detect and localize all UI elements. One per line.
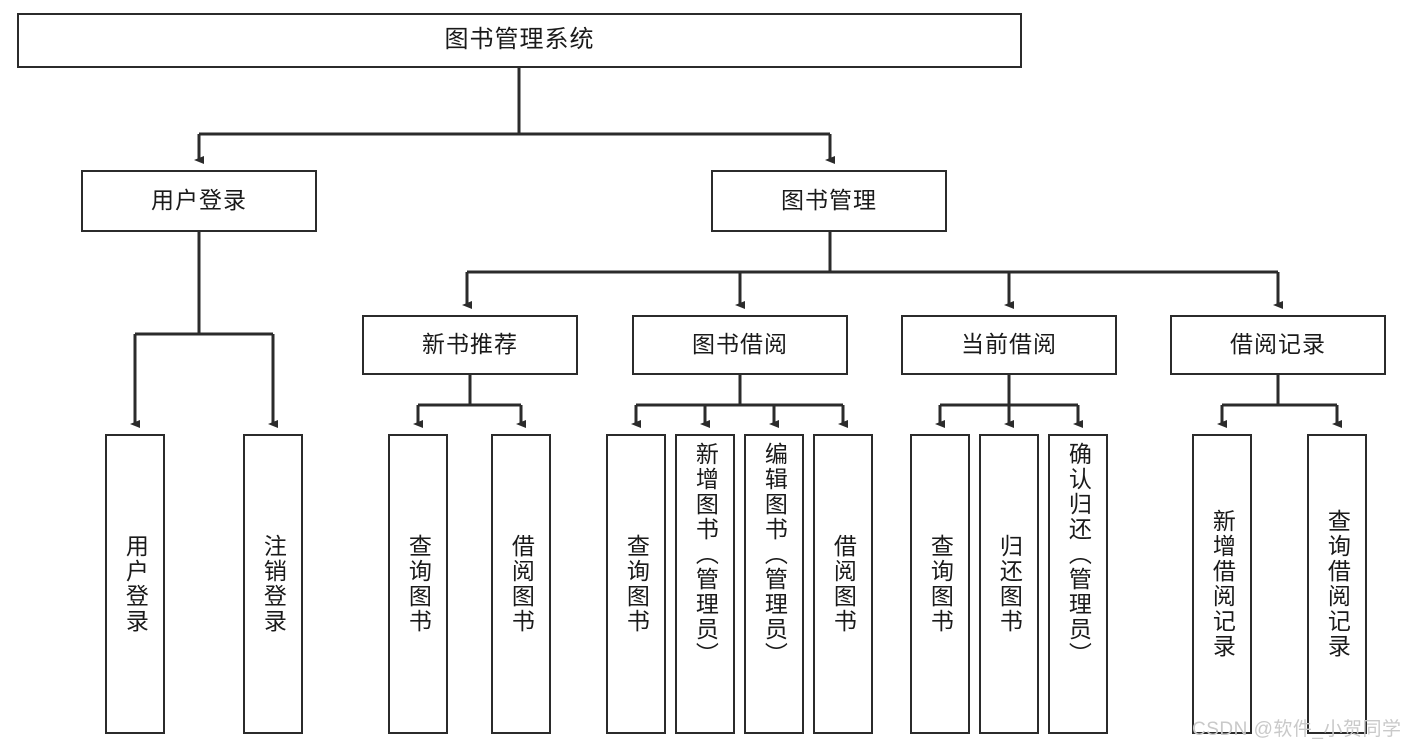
leaf-label: 新增图书（管理员）: [692, 442, 719, 667]
leaf-label: 查询图书: [927, 534, 954, 634]
leaf-query-borrow-record[interactable]: 查询借阅记录: [1307, 434, 1367, 734]
node-user-login[interactable]: 用户登录: [81, 170, 317, 232]
node-label: 图书管理系统: [444, 26, 595, 54]
leaf-logout[interactable]: 注销登录: [243, 434, 303, 734]
leaf-label: 借阅图书: [830, 534, 857, 634]
node-book-management[interactable]: 图书管理: [711, 170, 947, 232]
node-label: 借阅记录: [1230, 331, 1326, 358]
node-current-borrow[interactable]: 当前借阅: [901, 315, 1117, 375]
leaf-confirm-return-admin[interactable]: 确认归还（管理员）: [1048, 434, 1108, 734]
leaf-label: 查询图书: [405, 534, 432, 634]
leaf-label: 查询借阅记录: [1324, 509, 1351, 659]
node-book-borrow[interactable]: 图书借阅: [632, 315, 848, 375]
node-label: 当前借阅: [961, 331, 1057, 358]
leaf-borrow-book-recommend[interactable]: 借阅图书: [491, 434, 551, 734]
leaf-query-book-recommend[interactable]: 查询图书: [388, 434, 448, 734]
node-label: 新书推荐: [422, 331, 518, 358]
leaf-query-book-current[interactable]: 查询图书: [910, 434, 970, 734]
leaf-query-book-borrow[interactable]: 查询图书: [606, 434, 666, 734]
node-borrow-record[interactable]: 借阅记录: [1170, 315, 1386, 375]
leaf-label: 查询图书: [623, 534, 650, 634]
leaf-label: 归还图书: [996, 534, 1023, 634]
node-label: 用户登录: [151, 187, 247, 214]
leaf-label: 确认归还（管理员）: [1065, 442, 1092, 667]
leaf-label: 新增借阅记录: [1209, 509, 1236, 659]
leaf-label: 编辑图书（管理员）: [761, 442, 788, 667]
leaf-add-book-admin[interactable]: 新增图书（管理员）: [675, 434, 735, 734]
node-label: 图书借阅: [692, 331, 788, 358]
leaf-label: 借阅图书: [508, 534, 535, 634]
node-label: 图书管理: [781, 187, 877, 214]
leaf-user-login[interactable]: 用户登录: [105, 434, 165, 734]
leaf-label: 注销登录: [260, 534, 287, 634]
leaf-edit-book-admin[interactable]: 编辑图书（管理员）: [744, 434, 804, 734]
leaf-label: 用户登录: [122, 534, 149, 634]
leaf-add-borrow-record[interactable]: 新增借阅记录: [1192, 434, 1252, 734]
watermark-text: CSDN @软件_小贺同学: [1192, 719, 1402, 740]
node-root-system[interactable]: 图书管理系统: [17, 13, 1022, 68]
leaf-return-book[interactable]: 归还图书: [979, 434, 1039, 734]
node-new-book-recommend[interactable]: 新书推荐: [362, 315, 578, 375]
leaf-borrow-book[interactable]: 借阅图书: [813, 434, 873, 734]
